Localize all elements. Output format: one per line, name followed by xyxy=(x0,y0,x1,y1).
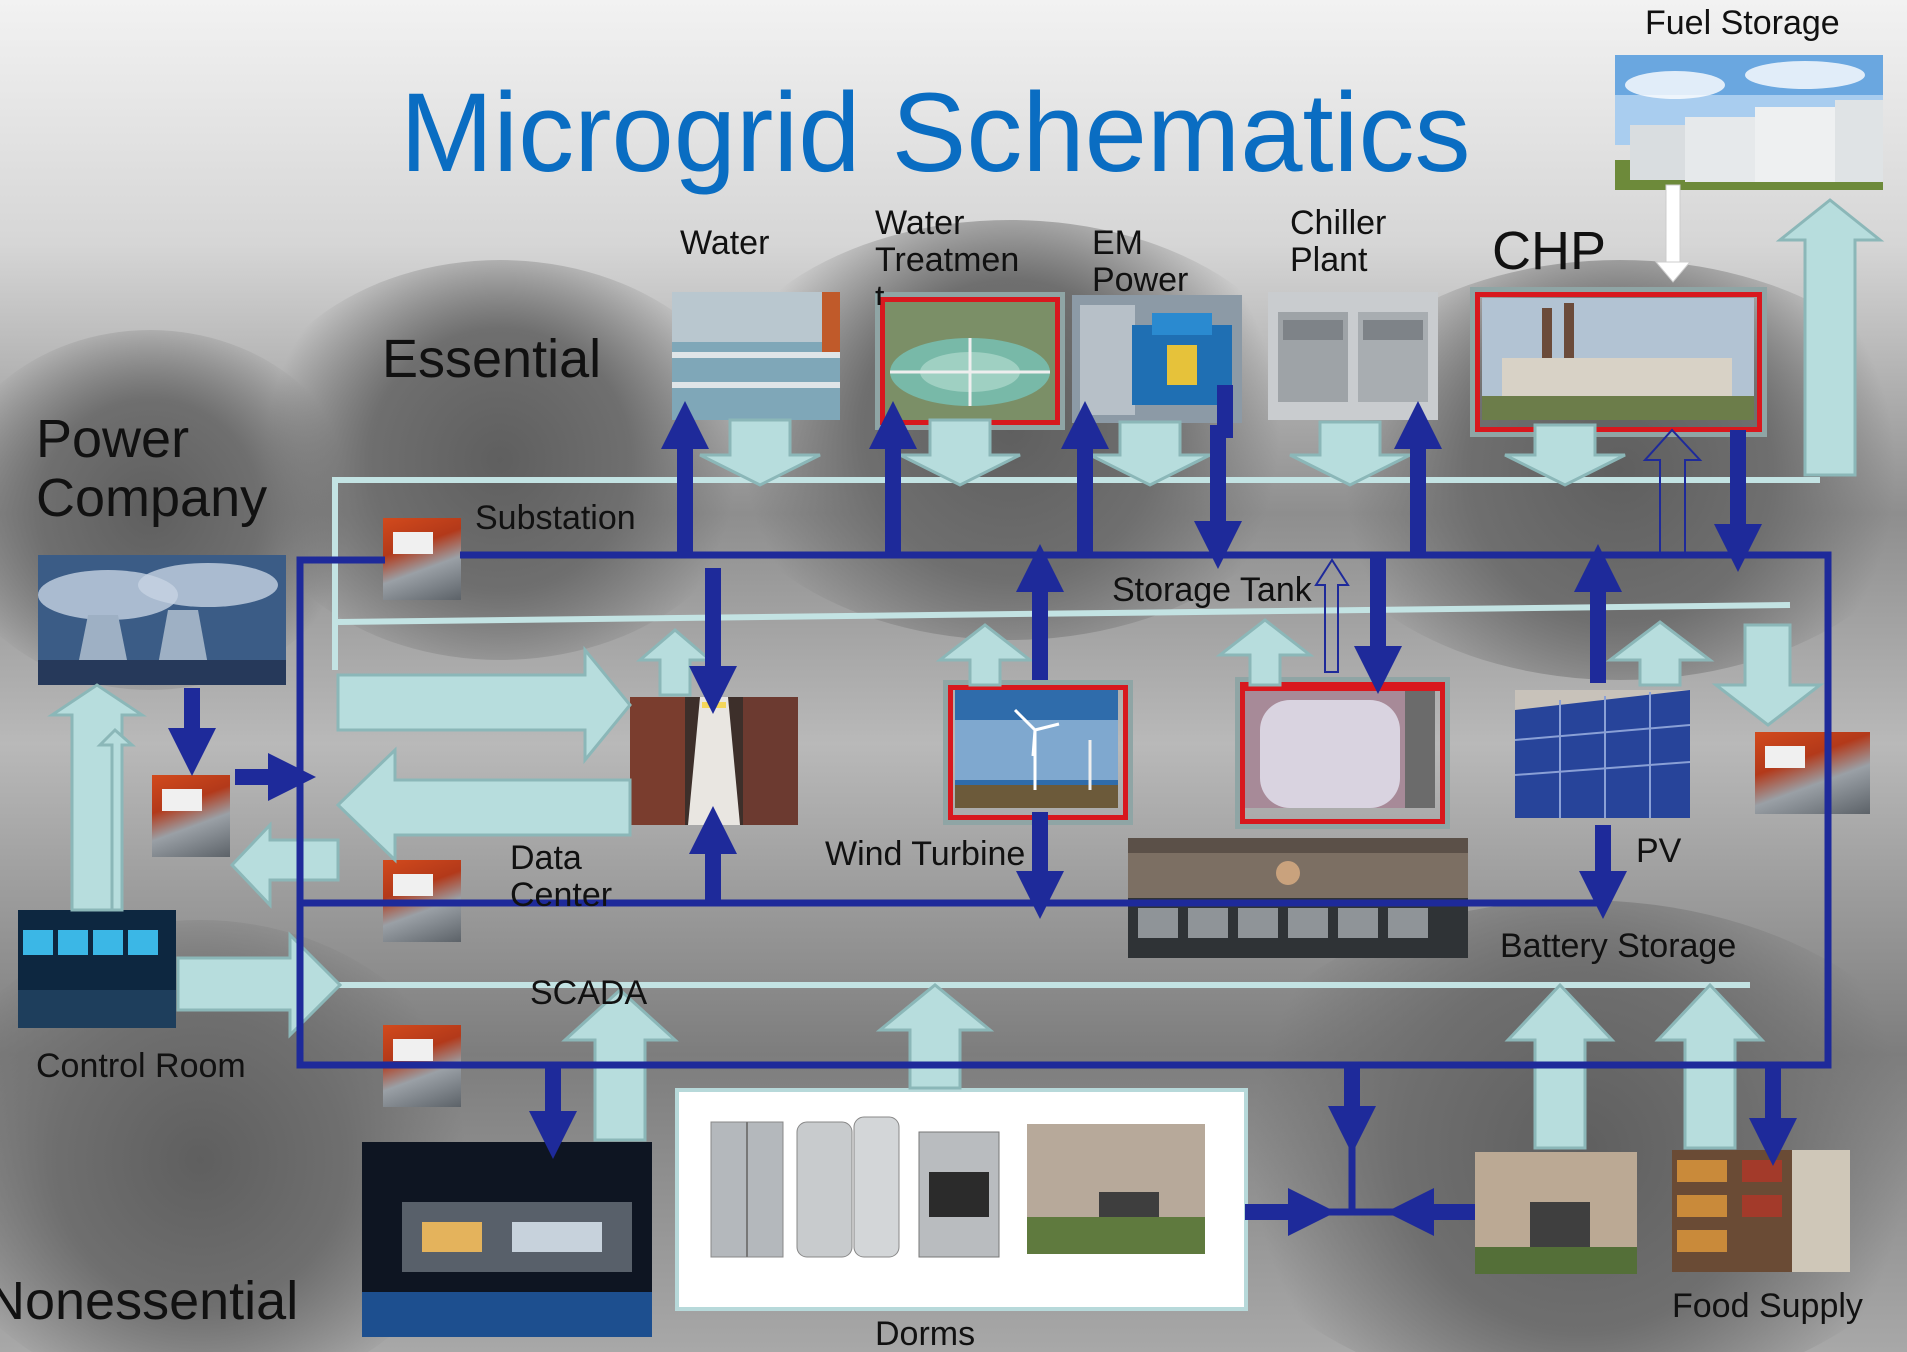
dorms-label: Dorms xyxy=(875,1315,976,1352)
power-company-image xyxy=(38,555,286,685)
substation-label: Substation xyxy=(475,499,636,537)
food-supply-image xyxy=(1672,1150,1850,1272)
water-label: Water xyxy=(680,224,770,262)
chp-highlight xyxy=(1475,292,1762,432)
power-company-label: Power Company xyxy=(36,409,268,529)
chp-label: CHP xyxy=(1492,221,1607,281)
east-breaker xyxy=(1755,732,1870,814)
nonessential-label: Nonessential xyxy=(0,1271,299,1331)
control-room-image xyxy=(18,910,176,1028)
wind-turbine-image xyxy=(955,690,1118,808)
ac-unit-image xyxy=(1475,1152,1637,1274)
water-image xyxy=(672,292,840,420)
food-supply-label: Food Supply xyxy=(1672,1287,1863,1325)
scada-label: SCADA xyxy=(530,974,648,1012)
data-center-label: Data Center xyxy=(510,839,613,915)
water-heater-image xyxy=(796,1121,853,1258)
storage-tank-image xyxy=(1245,690,1435,808)
storage-tank-label: Storage Tank xyxy=(1112,571,1312,609)
nonessential-building-image xyxy=(362,1142,652,1337)
utility-breaker xyxy=(152,775,230,857)
essential-label: Essential xyxy=(382,329,602,389)
pv-label: PV xyxy=(1636,832,1682,870)
pv-image xyxy=(1515,690,1690,818)
water-treatment-label: Water Treatmen t xyxy=(875,205,1020,305)
storage-tank-highlight xyxy=(1240,682,1445,824)
substation-breaker xyxy=(383,518,461,600)
battery-storage-label: Battery Storage xyxy=(1500,927,1737,965)
chp-image xyxy=(1482,298,1754,420)
control-room-label: Control Room xyxy=(36,1047,246,1085)
chiller-plant-label: Chiller Plant xyxy=(1290,204,1387,280)
dorms-appliances-panel xyxy=(675,1088,1248,1311)
data-center-image xyxy=(630,697,798,825)
fuel-storage-label: Fuel Storage xyxy=(1645,4,1840,42)
power-flow-arrows xyxy=(168,401,1797,1236)
fuel-storage-image xyxy=(1615,55,1883,190)
page-title: Microgrid Schematics xyxy=(400,70,1471,195)
wind-turbine-label: Wind Turbine xyxy=(825,835,1026,873)
chiller-plant-image xyxy=(1268,292,1438,420)
em-power-label: EM Power xyxy=(1092,224,1189,300)
water-treatment-image xyxy=(885,302,1055,420)
battery-storage-image xyxy=(1128,838,1468,958)
